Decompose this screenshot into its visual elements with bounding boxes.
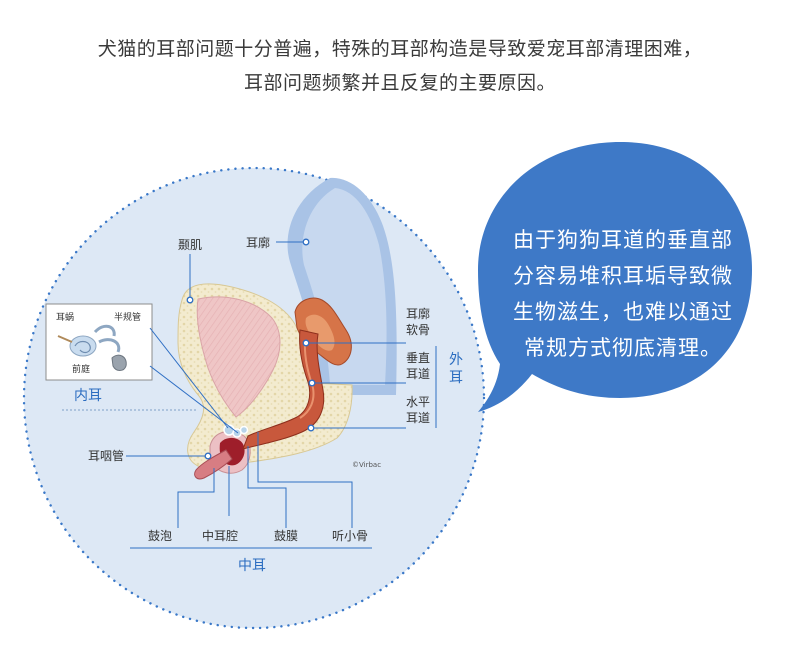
- label-outer-ear-1: 外: [449, 352, 463, 368]
- label-horizontal-canal-2: 耳道: [406, 411, 430, 425]
- label-temporal-muscle: 颞肌: [178, 238, 202, 252]
- label-auricular-cartilage-1: 耳廓: [406, 306, 430, 321]
- label-copyright: ©Virbac: [352, 461, 381, 469]
- label-outer-ear-2: 耳: [449, 370, 463, 386]
- callout-text: 由于狗狗耳道的垂直部 分容易堆积耳垢导致微 生物滋生，也难以通过 常规方式彻底清…: [492, 222, 754, 366]
- label-auricular-cartilage-2: 软骨: [406, 323, 430, 337]
- callout-line-3: 生物滋生，也难以通过: [492, 294, 754, 330]
- label-vertical-canal-1: 垂直: [406, 351, 430, 365]
- label-eustachian-tube: 耳咽管: [88, 448, 124, 463]
- label-vertical-canal-2: 耳道: [406, 367, 430, 381]
- label-inner-ear: 内耳: [74, 388, 102, 404]
- label-vestibule: 前庭: [72, 363, 90, 375]
- callout-line-4: 常规方式彻底清理。: [492, 330, 754, 366]
- label-middle-ear-cavity: 中耳腔: [202, 528, 238, 543]
- label-semicircular-canals: 半规管: [114, 311, 141, 323]
- label-middle-ear: 中耳: [238, 558, 266, 574]
- label-bulla: 鼓泡: [148, 529, 172, 543]
- label-horizontal-canal-1: 水平: [406, 395, 430, 409]
- label-eardrum: 鼓膜: [274, 529, 298, 543]
- label-ossicles: 听小骨: [332, 529, 368, 543]
- label-cochlea: 耳蜗: [56, 312, 74, 323]
- callout-line-2: 分容易堆积耳垢导致微: [492, 258, 754, 294]
- callout-line-1: 由于狗狗耳道的垂直部: [492, 222, 754, 258]
- label-pinna: 耳廓: [246, 235, 270, 250]
